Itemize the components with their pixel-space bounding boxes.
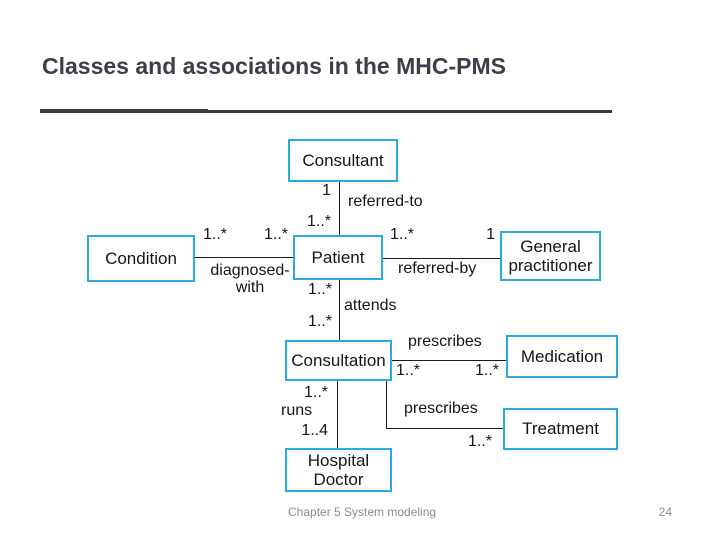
class-box-consultant: Consultant (288, 139, 398, 182)
multiplicity-attends-patient: 1..* (307, 281, 332, 298)
page-title: Classes and associations in the MHC-PMS (42, 53, 506, 79)
multiplicity-referred-by-patient: 1..* (390, 226, 415, 243)
association-label-referred-by: referred-by (398, 260, 477, 277)
multiplicity-referred-by-general-practitioner: 1 (486, 226, 495, 243)
association-line-diagnosed-with (195, 257, 293, 258)
association-line-runs (337, 381, 338, 448)
multiplicity-prescribes-medication: 1..* (475, 362, 500, 379)
multiplicity-prescribes-treatment: 1..* (468, 433, 493, 450)
association-label-referred-to: referred-to (348, 193, 423, 210)
class-box-patient: Patient (293, 235, 383, 280)
association-label-runs: runs (281, 402, 313, 419)
association-label-prescribes-medication: prescribes (408, 333, 482, 350)
multiplicity-referred-to-patient: 1..* (306, 213, 331, 230)
class-box-condition: Condition (87, 235, 195, 282)
class-label: Medication (520, 346, 604, 366)
multiplicity-diagnosed-with-patient: 1..* (264, 226, 289, 243)
class-box-medication: Medication (506, 335, 618, 378)
multiplicity-diagnosed-with-condition: 1..* (203, 226, 228, 243)
association-label-attends: attends (344, 297, 397, 314)
multiplicity-attends-consultation: 1..* (307, 313, 332, 330)
class-box-consultation: Consultation (285, 340, 392, 381)
class-label: Hospital Doctor (307, 450, 370, 489)
title-underline-thick (40, 109, 208, 113)
class-label: Consultant (302, 150, 384, 170)
footer-page-number: 24 (658, 505, 672, 519)
multiplicity-runs-hospital-doctor: 1..4 (301, 422, 328, 439)
class-label: Treatment (522, 419, 599, 439)
multiplicity-runs-consultation: 1..* (303, 384, 328, 401)
footer-chapter-text: Chapter 5 System modeling (288, 505, 437, 519)
association-line-attends (339, 280, 340, 340)
association-line-referred-to (339, 182, 340, 235)
multiplicity-prescribes-consultation: 1..* (396, 362, 421, 379)
class-box-general-practitioner: General practitioner (500, 231, 601, 281)
association-line-prescribes-treatment-vertical (386, 381, 387, 428)
class-box-treatment: Treatment (503, 408, 618, 450)
multiplicity-referred-to-consultant: 1 (322, 182, 331, 199)
class-label: Condition (105, 248, 177, 268)
association-label-prescribes-treatment: prescribes (404, 400, 478, 417)
class-label: General practitioner (508, 236, 593, 275)
association-line-prescribes-medication (392, 360, 506, 361)
class-box-hospital-doctor: Hospital Doctor (285, 448, 392, 492)
association-line-referred-by (383, 258, 500, 259)
title-underline-thin (208, 110, 612, 113)
class-label: Patient (311, 247, 365, 267)
class-label: Consultation (291, 350, 386, 370)
association-label-diagnosed-with: diagnosed-with (210, 262, 290, 296)
association-line-prescribes-treatment-horizontal (386, 428, 503, 429)
